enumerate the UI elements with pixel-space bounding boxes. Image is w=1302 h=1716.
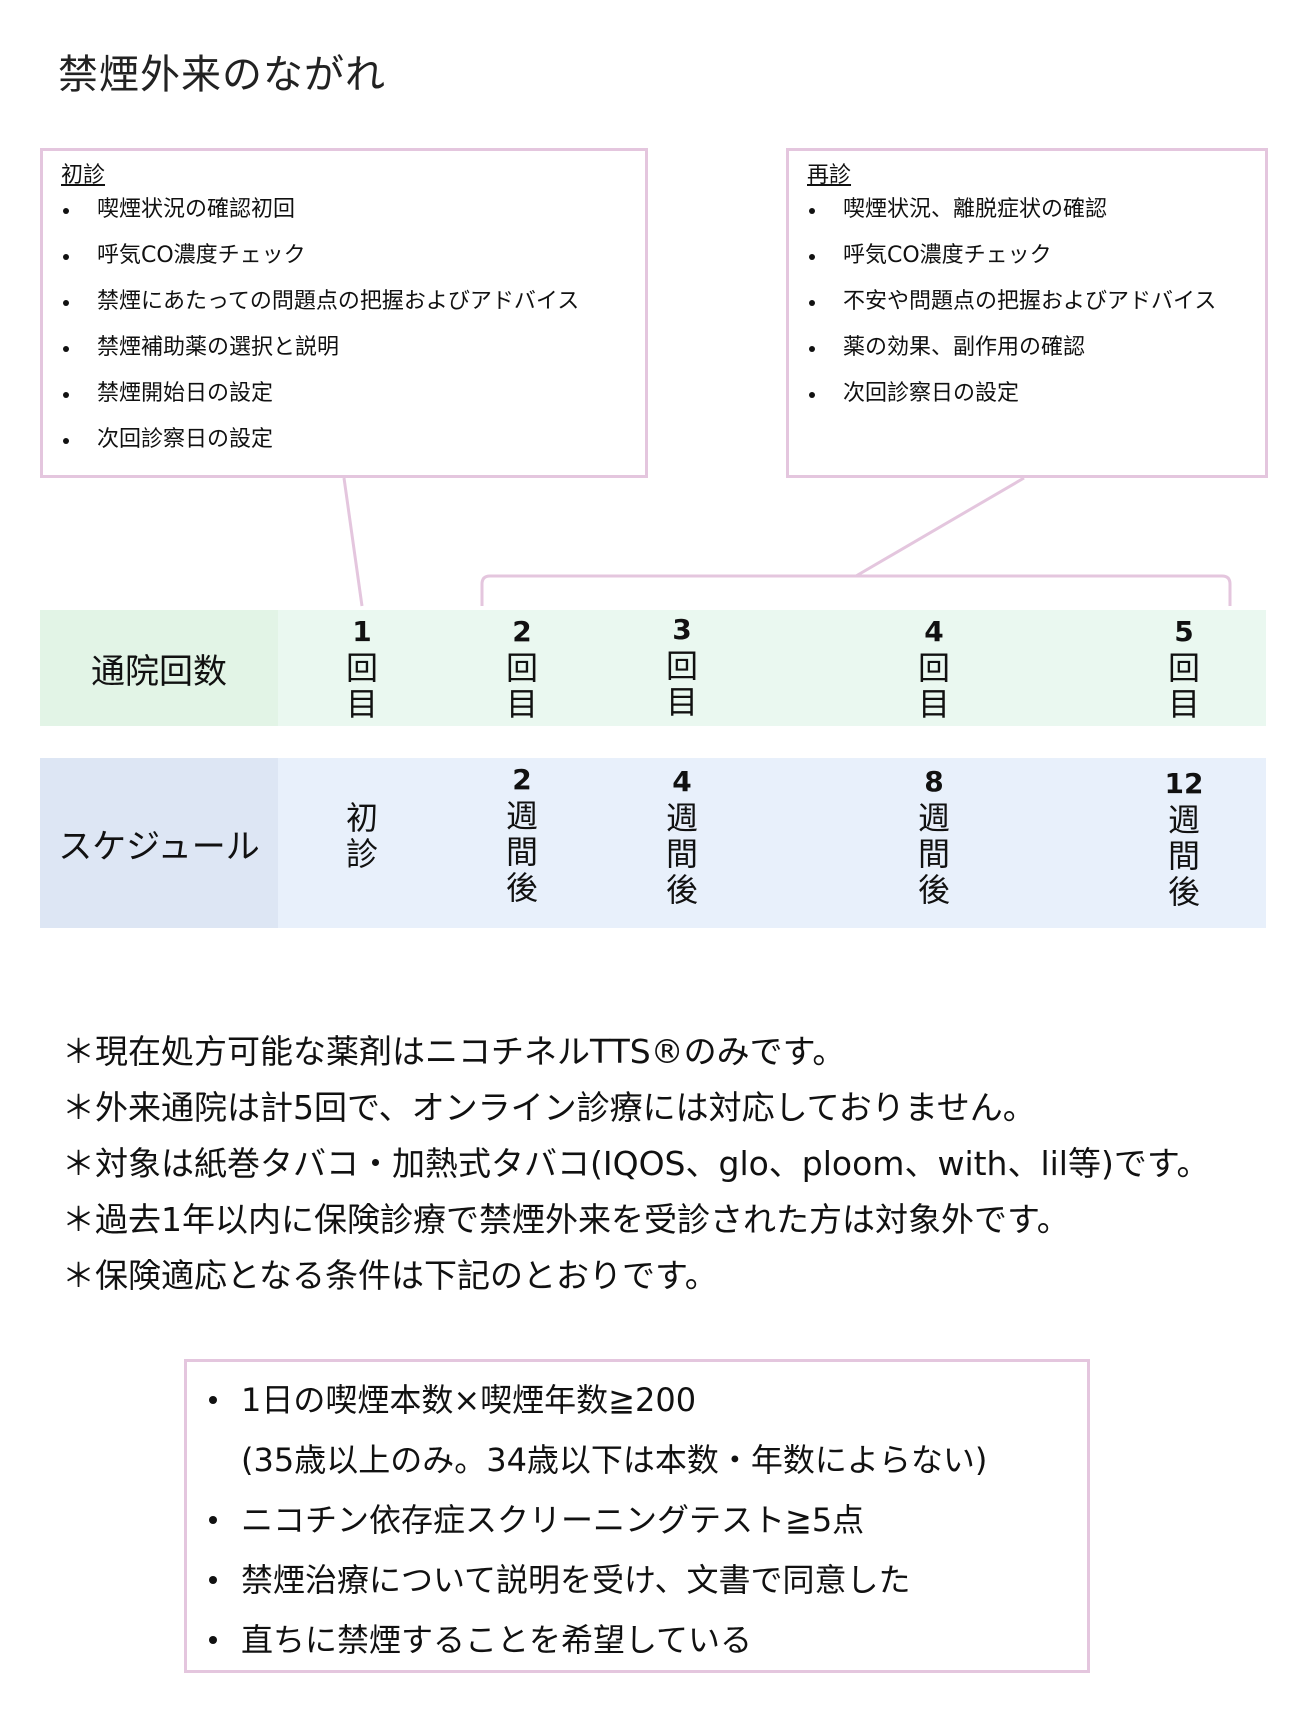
visit-count-row: 通院回数 1 回 目 2 回 目 3 回 目 4 回 目 5 回 目 [40,610,1266,726]
schedule-number: 12 [1164,767,1204,800]
first-visit-connector [342,477,364,607]
schedule-char: 週 [1167,801,1200,839]
schedule-number: 4 [672,765,692,798]
note-item: ＊保険適応となる条件は下記のとおりです。 [62,1256,718,1295]
schedule-number: 8 [924,765,944,798]
visit-char: 回 [1167,649,1200,687]
visit-count-label: 通院回数 [40,610,278,726]
revisit-connector [855,476,1025,578]
schedule-char: 間 [665,835,698,873]
schedule-12w-cell: 12 週 間 後 [1156,766,1212,910]
schedule-char: 週 [917,799,950,837]
schedule-char: 後 [505,869,538,907]
list-item: 禁煙にあたっての問題点の把握およびアドバイス [43,279,579,325]
revisit-bracket [480,574,1232,606]
visit-number: 3 [672,613,692,646]
first-visit-heading: 初診 [61,163,106,188]
revisit-heading: 再診 [807,163,852,188]
condition-item: 禁煙治療について説明を受け、文書で同意した [187,1550,987,1610]
note-item: ＊外来通院は計5回で、オンライン診療には対応しておりません。 [62,1088,1036,1127]
visit-char: 回 [665,647,698,685]
list-item: 禁煙補助薬の選択と説明 [43,325,579,371]
visit-char: 目 [665,683,698,721]
visit-char: 回 [345,649,378,687]
schedule-label: スケジュール [40,758,278,928]
visit-char: 目 [1167,685,1200,723]
visit-5-cell: 5 回 目 [1156,614,1212,722]
visit-1-cell: 1 回 目 [334,614,390,722]
visit-number: 4 [924,615,944,648]
first-visit-list: 喫煙状況の確認初回 呼気CO濃度チェック 禁煙にあたっての問題点の把握およびアド… [43,187,579,463]
schedule-char: 診 [345,835,378,873]
list-item: 喫煙状況の確認初回 [43,187,579,233]
list-item: 薬の効果、副作用の確認 [789,325,1216,371]
list-item: 呼気CO濃度チェック [43,233,579,279]
schedule-char: 間 [505,833,538,871]
list-item: 不安や問題点の把握およびアドバイス [789,279,1216,325]
schedule-4w-cell: 4 週 間 後 [654,764,710,908]
visit-3-cell: 3 回 目 [654,612,710,720]
condition-item: ニコチン依存症スクリーニングテスト≧5点 [187,1490,987,1550]
schedule-8w-cell: 8 週 間 後 [906,764,962,908]
condition-item: 直ちに禁煙することを希望している [187,1610,987,1670]
revisit-box: 再診 喫煙状況、離脱症状の確認 呼気CO濃度チェック 不安や問題点の把握およびア… [786,148,1268,478]
schedule-char: 間 [917,835,950,873]
page-title: 禁煙外来のながれ [58,52,386,98]
list-item: 次回診察日の設定 [43,417,579,463]
schedule-number: 2 [512,763,532,796]
schedule-2w-cell: 2 週 間 後 [494,762,550,906]
notes-list: ＊現在処方可能な薬剤はニコチネルTTS®のみです。 ＊外来通院は計5回で、オンラ… [62,1024,1210,1304]
visit-number: 2 [512,615,532,648]
schedule-first-cell: 初 診 [334,800,390,872]
first-visit-box: 初診 喫煙状況の確認初回 呼気CO濃度チェック 禁煙にあたっての問題点の把握およ… [40,148,648,478]
schedule-char: 後 [665,871,698,909]
schedule-row: スケジュール 初 診 2 週 間 後 4 週 間 後 8 週 間 後 12 週 … [40,758,1266,928]
revisit-list: 喫煙状況、離脱症状の確認 呼気CO濃度チェック 不安や問題点の把握およびアドバイ… [789,187,1216,417]
note-item: ＊現在処方可能な薬剤はニコチネルTTS®のみです。 [62,1032,846,1071]
schedule-char: 後 [917,871,950,909]
visit-char: 目 [917,685,950,723]
connector-lines [342,476,1232,607]
visit-4-cell: 4 回 目 [906,614,962,722]
list-item: 次回診察日の設定 [789,371,1216,417]
schedule-char: 週 [665,799,698,837]
visit-char: 目 [345,685,378,723]
list-item: 呼気CO濃度チェック [789,233,1216,279]
visit-2-cell: 2 回 目 [494,614,550,722]
condition-note: (35歳以上のみ。34歳以下は本数・年数によらない) [241,1441,988,1479]
insurance-conditions-box: 1日の喫煙本数×喫煙年数≧200 (35歳以上のみ。34歳以下は本数・年数によら… [184,1359,1090,1673]
visit-char: 回 [505,649,538,687]
visit-number: 1 [352,615,372,648]
schedule-char: 週 [505,797,538,835]
list-item: 禁煙開始日の設定 [43,371,579,417]
visit-char: 回 [917,649,950,687]
note-item: ＊対象は紙巻タバコ・加熱式タバコ(IQOS、glo、ploom、with、lil… [62,1144,1210,1183]
list-item: 喫煙状況、離脱症状の確認 [789,187,1216,233]
schedule-char: 後 [1167,873,1200,911]
visit-number: 5 [1174,615,1194,648]
schedule-char: 初 [345,799,378,837]
note-item: ＊過去1年以内に保険診療で禁煙外来を受診された方は対象外です。 [62,1200,1070,1239]
visit-char: 目 [505,685,538,723]
schedule-char: 間 [1167,837,1200,875]
conditions-list: 1日の喫煙本数×喫煙年数≧200 (35歳以上のみ。34歳以下は本数・年数によら… [187,1370,987,1670]
condition-item: 1日の喫煙本数×喫煙年数≧200 [187,1370,987,1430]
